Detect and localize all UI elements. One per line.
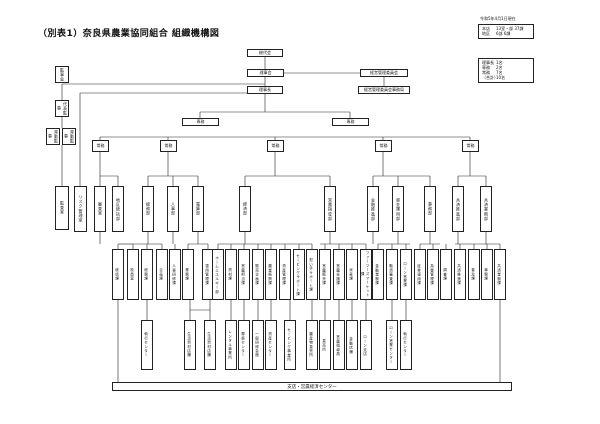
sub-unit-box: 資産センター: [265, 320, 277, 370]
sub-unit-box: 葬祭センター: [238, 320, 250, 370]
department-box: 審査室: [94, 186, 106, 232]
section-box: 資材課: [225, 249, 237, 300]
stat-row: （合計）10名: [482, 75, 506, 80]
section-box: 融資審査課: [386, 249, 398, 300]
section-box: 営農担当課: [238, 249, 250, 300]
sub-unit-box: 直売所: [319, 320, 331, 370]
sokai-box: 総代会: [247, 49, 283, 57]
section-box: 業務課: [182, 249, 194, 300]
joumu-box: 常務: [375, 140, 392, 152]
jokin2-box: 常勤監事: [62, 128, 76, 145]
section-box: 米麦課: [346, 249, 358, 300]
section-box: 統括課: [112, 249, 124, 300]
section-box: 人事研修課: [169, 249, 181, 300]
bottom-bar: 支店・営農経済センター: [112, 382, 512, 391]
sub-unit-box: 生活資材店舗: [204, 320, 216, 370]
rijicho-box: 理事長: [247, 86, 283, 94]
kansayakkai-box: 監事会: [55, 66, 69, 83]
keiei-kanri-jimu-box: 経営管理委員会事務局: [358, 86, 410, 94]
department-box: 資金運用部: [392, 186, 404, 232]
section-box: 役員室: [127, 249, 139, 300]
joumu-box: 常務: [462, 140, 479, 152]
senmu-box-2: 専務: [332, 118, 369, 126]
date-label: 令和5年4月1日現在: [480, 16, 516, 21]
section-box: 調査課: [440, 249, 452, 300]
section-box: ファーマーズマーケット課: [360, 249, 372, 300]
sub-unit-box: レンタル事業所: [225, 320, 237, 370]
joumu-box: 常務: [267, 140, 284, 152]
joukin-kanji-box: 常勤監事: [46, 128, 60, 145]
section-box: 普及課: [468, 249, 480, 300]
section-box: 為替管理課: [427, 249, 439, 300]
department-box: 金融推進部: [367, 186, 379, 232]
department-box: 電算部: [192, 186, 204, 232]
section-box: 営農支援課: [333, 249, 345, 300]
section-box: 担い手サポート課: [306, 249, 318, 300]
senmu-box-1: 専務: [182, 118, 219, 126]
sub-unit-box: 執行センター: [141, 320, 153, 370]
sub-unit-box: セービング事業所: [284, 320, 296, 370]
sub-unit-box: 金融店舗: [346, 320, 358, 370]
page-title: （別表1）奈良県農業協同組合 組織機構図: [38, 29, 220, 39]
section-box: 共済推進課: [454, 249, 466, 300]
keiei-kanri-box: 経営管理委員会: [360, 69, 408, 77]
department-box: 人事部: [167, 186, 179, 232]
sub-unit-box: 農産物直売所: [306, 320, 318, 370]
department-box: 地区統括部: [112, 186, 124, 232]
sub-unit-box: 一般研修会館: [252, 320, 264, 370]
section-box: 証券運用課: [414, 249, 426, 300]
section-box: セービングサポート課: [293, 249, 305, 300]
department-box: 共済推進部: [452, 186, 464, 232]
kansashitsu-box: 監査室: [55, 186, 69, 230]
joumu-box: 常務: [92, 140, 109, 152]
section-box: ホームエネルギー部: [212, 249, 224, 300]
department-box: 共済業務部: [480, 186, 492, 232]
section-box: 販売企画課: [252, 249, 264, 300]
section-box: 事務課: [481, 249, 493, 300]
sub-unit-box: 執行センター: [400, 320, 412, 370]
sub-unit-box: 生活資材店舗: [184, 320, 196, 370]
sub-unit-box: ローン営業センター: [386, 320, 398, 370]
section-box: 運用管理課: [202, 249, 214, 300]
sub-unit-box: ローン支店: [360, 320, 372, 370]
section-box: 営農販売課: [319, 249, 331, 300]
section-box: ローン営業課: [400, 249, 412, 300]
department-box: 営農指導部: [324, 186, 336, 232]
department-box: 事務部: [424, 186, 436, 232]
section-box: 共済業務課: [494, 249, 506, 300]
section-box: 総務課: [141, 249, 153, 300]
department-box: 総務部: [142, 186, 154, 232]
risk-box: リスク管理室: [74, 186, 87, 232]
sub-unit-box: 営農指導員: [333, 320, 345, 370]
daihyo-kanji-box: 代表監事: [55, 100, 69, 117]
section-box: 企画課: [156, 249, 168, 300]
joumu-box: 常務: [160, 140, 177, 152]
department-box: 経済部: [239, 186, 251, 232]
section-box: 資産管理課: [279, 249, 291, 300]
rijikai-box: 理事会: [247, 69, 284, 77]
section-box: 農業振興課: [265, 249, 277, 300]
section-box: 金融業務課: [372, 249, 384, 300]
